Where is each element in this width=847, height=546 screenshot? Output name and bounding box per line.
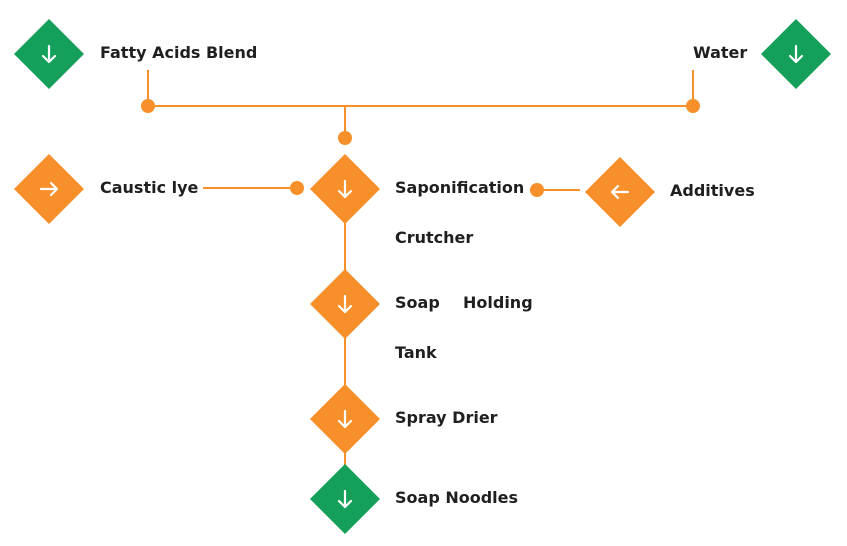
soap-label: Soap — [395, 293, 440, 312]
node-fatty-acids — [14, 19, 84, 89]
node-soap-holding — [310, 269, 380, 339]
connectors — [147, 70, 694, 466]
node-water — [761, 19, 831, 89]
connector-dot — [141, 99, 155, 113]
fatty-acids-label: Fatty Acids Blend — [100, 43, 258, 62]
arrow-down-icon — [337, 294, 353, 314]
arrow-down-icon — [337, 179, 353, 199]
arrow-right-icon — [39, 181, 59, 197]
connector-dot — [530, 183, 544, 197]
node-soap-noodles — [310, 464, 380, 534]
node-saponification — [310, 154, 380, 224]
process-nodes — [14, 19, 831, 534]
connector-dot — [338, 131, 352, 145]
saponification-label: Saponification — [395, 178, 525, 197]
connector-dot — [290, 181, 304, 195]
arrow-left-icon — [610, 184, 630, 200]
arrow-down-icon — [41, 44, 57, 64]
connector-dot — [686, 99, 700, 113]
soap-noodles-label: Soap Noodles — [395, 488, 519, 507]
crutcher-label: Crutcher — [395, 228, 474, 247]
spray-drier-label: Spray Drier — [395, 408, 498, 427]
additives-label: Additives — [670, 181, 755, 200]
node-caustic-lye — [14, 154, 84, 224]
caustic-lye-label: Caustic lye — [100, 178, 199, 197]
arrow-down-icon — [337, 409, 353, 429]
node-additives — [585, 157, 655, 227]
node-spray-drier — [310, 384, 380, 454]
arrow-down-icon — [337, 489, 353, 509]
water-label: Water — [693, 43, 748, 62]
tank-label: Tank — [395, 343, 437, 362]
arrow-down-icon — [788, 44, 804, 64]
connector-dots — [141, 99, 700, 197]
holding-label: Holding — [463, 293, 533, 312]
